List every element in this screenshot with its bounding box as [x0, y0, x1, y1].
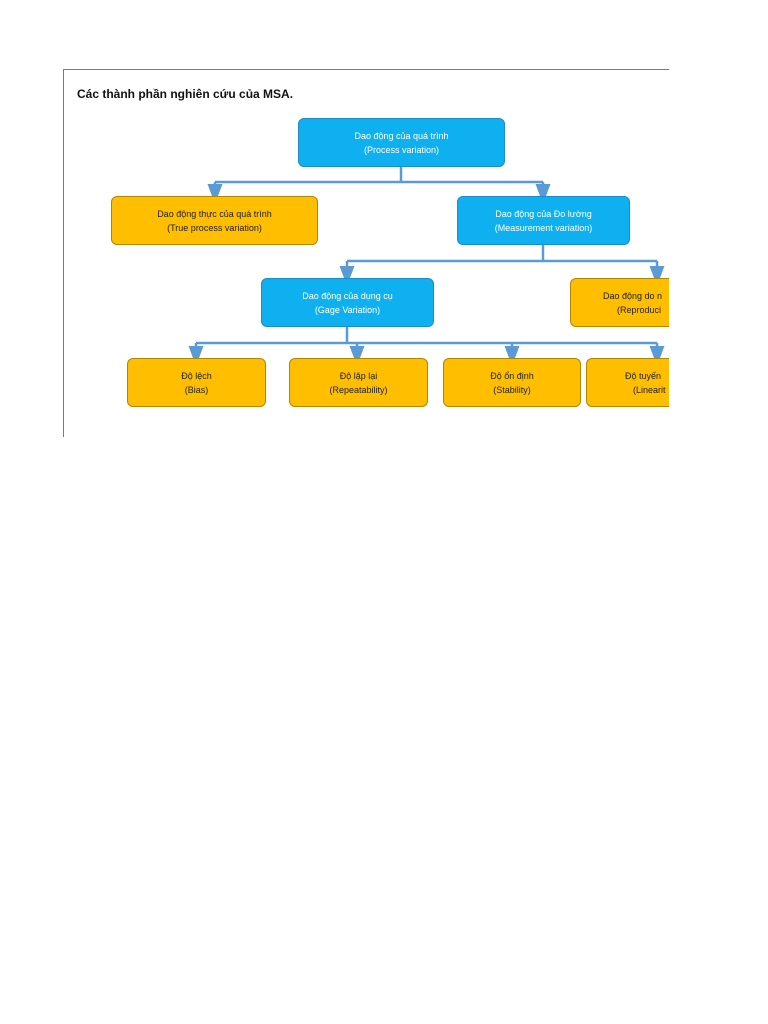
node-label: Dao động của dụng cụ [302, 290, 393, 301]
node-label: Dao động của Đo lường [495, 208, 592, 219]
node-label-en: (Measurement variation) [494, 222, 593, 233]
node-label-en: (Gage Variation) [314, 304, 381, 315]
node-label-en: (Stability) [493, 384, 531, 395]
node-label-en: (Bias) [184, 384, 209, 395]
connector-lines [188, 167, 665, 366]
node-reproducibility: Dao động do n (Reproduci [570, 278, 669, 327]
node-label: Dao động thực của quá trình [157, 208, 272, 219]
node-label: Độ tuyến [625, 370, 662, 381]
node-label: Dao động của quá trình [354, 130, 449, 141]
node-measurement-variation: Dao động của Đo lường (Measurement varia… [457, 196, 630, 245]
node-repeatability: Độ lặp lại (Repeatability) [289, 358, 428, 407]
node-label: Độ ổn định [490, 370, 534, 381]
node-label-en: (Linearit [633, 384, 666, 395]
node-label: Độ lệch [181, 370, 212, 381]
node-label-en: (Repeatability) [329, 384, 388, 395]
node-label-en: (True process variation) [167, 222, 262, 233]
node-true-process-variation: Dao động thực của quá trình (True proces… [111, 196, 318, 245]
node-label-en: (Process variation) [363, 144, 440, 155]
node-bias: Độ lệch (Bias) [127, 358, 266, 407]
node-label: Độ lặp lại [339, 370, 378, 381]
node-label-en: (Reproduci [617, 304, 662, 315]
diagram-title: Các thành phần nghiên cứu của MSA. [77, 87, 294, 101]
node-linearity: Độ tuyến (Linearit [586, 358, 669, 407]
node-gage-variation: Dao động của dụng cụ (Gage Variation) [261, 278, 434, 327]
msa-diagram-frame: Các thành phần nghiên cứu của MSA. [63, 69, 669, 437]
node-process-variation: Dao động của quá trình (Process variatio… [298, 118, 505, 167]
node-label: Dao động do n [603, 290, 663, 301]
node-stability: Độ ổn định (Stability) [443, 358, 581, 407]
